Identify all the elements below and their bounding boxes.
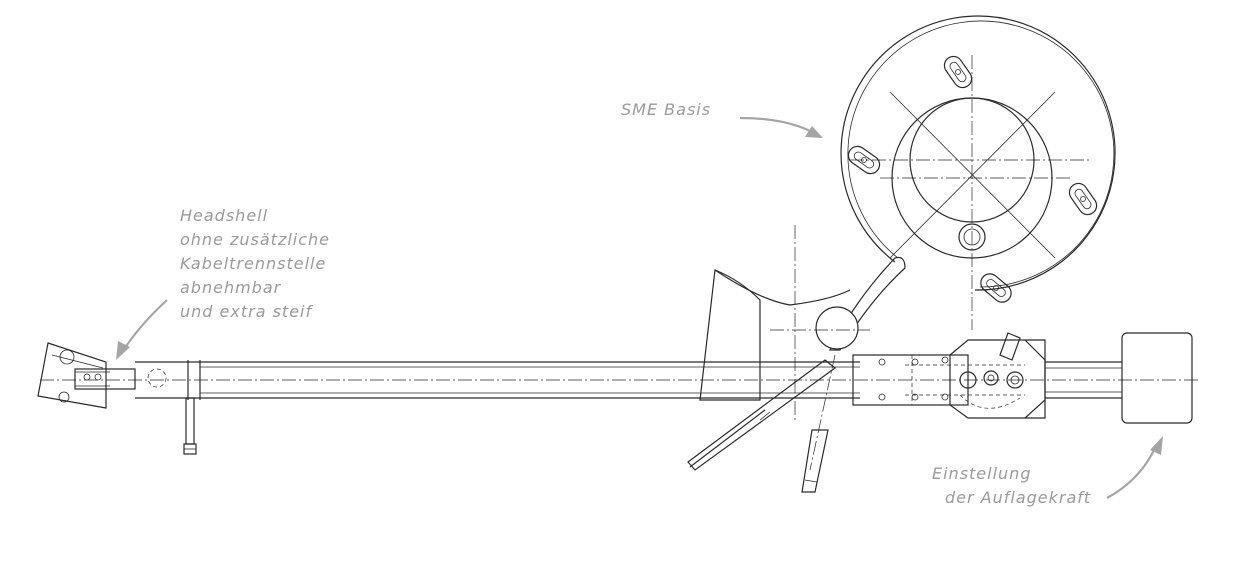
sme-base-plate xyxy=(840,15,1116,330)
base-mounting-slots xyxy=(847,55,1098,303)
annotation-arrows xyxy=(116,116,1163,499)
annotation-headshell-line: und extra steif xyxy=(180,302,313,321)
annotation-headshell-line: Kabeltrennstelle xyxy=(180,254,327,273)
arm-tube xyxy=(40,360,1200,455)
annotation-headshell-line: ohne zusätzliche xyxy=(180,230,331,249)
annotation-tracking-force-line: der Auflagekraft xyxy=(945,488,1092,507)
annotation-sme-base: SME Basis xyxy=(621,100,712,119)
annotation-tracking-force-line: Einstellung xyxy=(932,464,1032,483)
annotation-headshell-line: Headshell xyxy=(180,206,269,225)
lift-lever xyxy=(687,256,906,493)
annotation-tracking-force: Einstellung der Auflagekraft xyxy=(932,462,1091,510)
annotation-headshell-line: abnehmbar xyxy=(180,278,282,297)
arm-lift-housing xyxy=(699,225,851,420)
bearing-block xyxy=(852,332,1046,419)
headshell xyxy=(37,342,136,409)
counterweight xyxy=(1045,332,1193,424)
annotation-headshell: Headshell ohne zusätzliche Kabeltrennste… xyxy=(180,204,330,324)
